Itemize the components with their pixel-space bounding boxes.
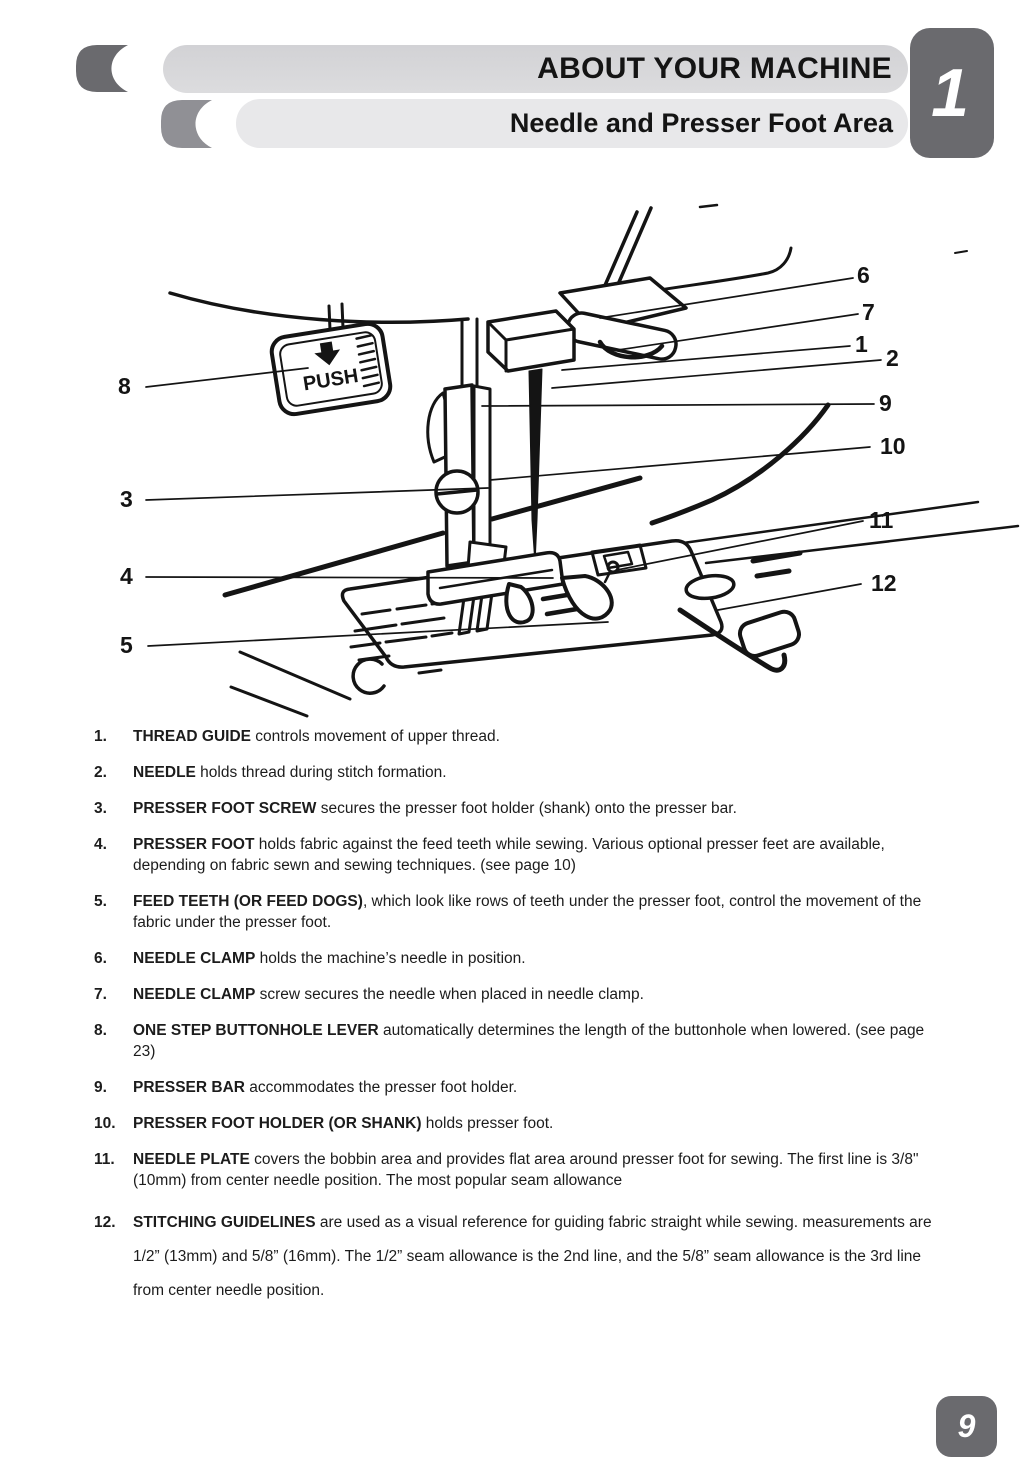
bobbin-cover-arc	[351, 657, 386, 695]
machine-arm-curve	[168, 291, 470, 325]
list-item: 2. NEEDLE holds thread during stitch for…	[94, 762, 940, 783]
callout-12: 12	[871, 570, 897, 596]
callout-5: 5	[120, 632, 133, 658]
list-item: 11. NEEDLE PLATE covers the bobbin area …	[94, 1149, 940, 1191]
item-text: PRESSER BAR accommodates the presser foo…	[133, 1079, 518, 1096]
item-text: NEEDLE PLATE covers the bobbin area and …	[133, 1151, 919, 1189]
callout-9: 9	[879, 390, 892, 416]
item-number: 3.	[94, 800, 107, 817]
callout-11: 11	[869, 507, 894, 533]
bed-line	[681, 500, 980, 545]
list-item: 7. NEEDLE CLAMP screw secures the needle…	[94, 984, 940, 1005]
item-number: 5.	[94, 893, 107, 910]
bed-back-edge	[489, 475, 643, 522]
item-number: 9.	[94, 1079, 107, 1096]
push-button: PUSH	[269, 321, 393, 417]
bed-hole-round	[684, 573, 736, 601]
bed-front-edge	[229, 685, 309, 718]
page-title: ABOUT YOUR MACHINE	[537, 52, 892, 85]
item-text: NEEDLE CLAMP holds the machine’s needle …	[133, 950, 526, 967]
callout-8: 8	[118, 373, 131, 399]
needle-clamp	[486, 309, 576, 373]
item-number: 1.	[94, 728, 107, 745]
down-arrow-icon	[314, 341, 341, 366]
item-text: NEEDLE CLAMP screw secures the needle wh…	[133, 986, 644, 1003]
list-item: 5. FEED TEETH (OR FEED DOGS), which look…	[94, 891, 940, 933]
crescent-dark	[76, 45, 128, 92]
push-button-ridges	[355, 334, 380, 388]
list-item: 12. STITCHING GUIDELINES are used as a v…	[94, 1206, 940, 1308]
needle	[528, 368, 543, 565]
list-item: 1. THREAD GUIDE controls movement of upp…	[94, 726, 940, 747]
list-item: 8. ONE STEP BUTTONHOLE LEVER automatical…	[94, 1020, 940, 1062]
item-text: STITCHING GUIDELINES are used as a visua…	[133, 1214, 932, 1299]
shank-side	[472, 384, 492, 562]
item-number: 12.	[94, 1214, 116, 1231]
callout-6: 6	[857, 262, 870, 288]
crescent-gray	[161, 100, 212, 148]
chapter-number-tab: 1	[910, 28, 994, 158]
needle-clamp-screw-curve	[597, 339, 665, 360]
item-text: PRESSER FOOT holds fabric against the fe…	[133, 836, 885, 874]
list-item: 6. NEEDLE CLAMP holds the machine’s need…	[94, 948, 940, 969]
callout-1: 1	[855, 331, 868, 357]
header-title-banner: ABOUT YOUR MACHINE	[163, 45, 908, 93]
plate-hole-tail	[603, 570, 612, 584]
item-number: 7.	[94, 986, 107, 1003]
item-number: 4.	[94, 836, 107, 853]
page-subtitle: Needle and Presser Foot Area	[509, 108, 893, 138]
item-text: NEEDLE holds thread during stitch format…	[133, 764, 447, 781]
item-number: 11.	[94, 1151, 115, 1168]
item-text: ONE STEP BUTTONHOLE LEVER automatically …	[133, 1022, 925, 1060]
item-number: 8.	[94, 1022, 107, 1039]
header-decoration	[76, 45, 212, 148]
item-text: FEED TEETH (OR FEED DOGS), which look li…	[133, 893, 922, 931]
bed-mark	[417, 668, 443, 675]
needle-presser-foot-diagram: PUSH	[118, 203, 1020, 718]
item-number: 2.	[94, 764, 107, 781]
callout-10: 10	[880, 433, 906, 459]
push-button-hanger	[327, 302, 345, 332]
foot-toe	[504, 582, 535, 625]
needle-slot	[590, 543, 648, 577]
tick-mark	[954, 250, 968, 254]
bed-hole-square	[737, 609, 801, 658]
header-subtitle-banner: Needle and Presser Foot Area	[236, 99, 908, 148]
list-item: 3. PRESSER FOOT SCREW secures the presse…	[94, 798, 940, 819]
item-number: 10.	[94, 1115, 116, 1132]
callout-2: 2	[886, 345, 899, 371]
item-text: PRESSER FOOT HOLDER (OR SHANK) holds pre…	[133, 1115, 554, 1132]
parts-list: 1. THREAD GUIDE controls movement of upp…	[94, 726, 940, 1323]
callout-4: 4	[120, 563, 133, 589]
buttonhole-lever-wing	[426, 391, 449, 464]
list-item: 10. PRESSER FOOT HOLDER (OR SHANK) holds…	[94, 1113, 940, 1134]
item-number: 6.	[94, 950, 107, 967]
bed-edge-curl	[677, 607, 788, 673]
bed-right-curve	[649, 402, 831, 526]
bed-line	[704, 524, 1020, 565]
plate-hole-small	[606, 560, 620, 574]
callout-7: 7	[862, 299, 875, 325]
needle-clamp-facet	[486, 320, 576, 373]
page-number: 9	[957, 1408, 976, 1444]
bed-front-edge	[238, 650, 352, 701]
bed-back-edge	[222, 530, 446, 598]
needle-slot-inner	[602, 550, 634, 570]
callout-leader-lines	[145, 277, 882, 647]
callout-3: 3	[120, 486, 133, 512]
list-item: 4. PRESSER FOOT holds fabric against the…	[94, 834, 940, 876]
bed-mark	[750, 550, 803, 564]
item-text: THREAD GUIDE controls movement of upper …	[133, 728, 500, 745]
bed-mark	[754, 568, 792, 579]
tick-mark	[698, 203, 719, 209]
presser-foot-screw-slot	[435, 488, 479, 496]
chapter-number: 1	[931, 55, 969, 131]
foot-toe	[560, 574, 614, 621]
presser-foot-line	[438, 568, 554, 590]
item-text: PRESSER FOOT SCREW secures the presser f…	[133, 800, 737, 817]
list-item: 9. PRESSER BAR accommodates the presser …	[94, 1077, 940, 1098]
page-number-badge: 9	[936, 1396, 997, 1457]
